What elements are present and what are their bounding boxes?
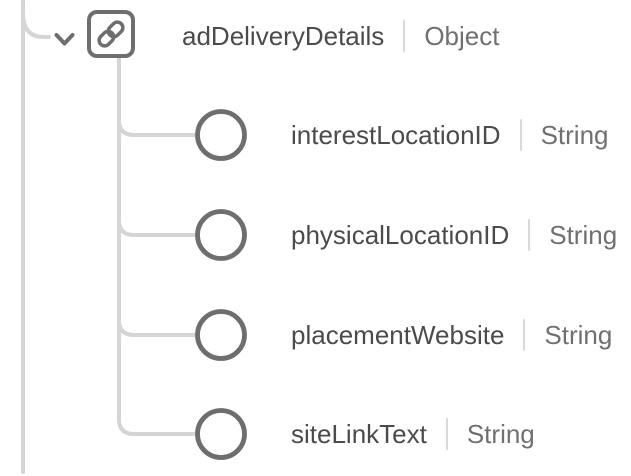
node-name: interestLocationID [291,120,501,150]
schema-node-physicalLocationID[interactable]: physicalLocationID String [291,208,617,262]
name-type-divider [528,219,531,251]
node-name: adDeliveryDetails [182,21,385,51]
schema-node-siteLinkText[interactable]: siteLinkText String [291,407,535,461]
node-type: String [540,120,609,150]
node-type: String [466,419,535,449]
node-name: siteLinkText [291,419,427,449]
schema-node-root[interactable]: adDeliveryDetails Object [182,9,499,63]
node-name: physicalLocationID [291,220,510,250]
children-trunk-line [117,58,195,436]
name-type-divider [523,319,526,351]
name-type-divider [519,119,522,151]
node-type: String [544,320,613,350]
name-type-divider [445,418,448,450]
field-circle-icon[interactable] [195,408,247,460]
child-branch-elbow [117,119,195,137]
child-branch-elbow [117,319,195,337]
field-circle-icon[interactable] [195,309,247,361]
child-branch-elbow [117,219,195,237]
chevron-down-icon[interactable] [54,33,75,46]
name-type-divider [403,20,406,52]
node-type: Object [424,21,500,51]
schema-node-placementWebsite[interactable]: placementWebsite String [291,308,612,362]
link-icon [97,20,125,48]
field-circle-icon[interactable] [195,109,247,161]
node-name: placementWebsite [291,320,505,350]
schema-node-interestLocationID[interactable]: interestLocationID String [291,108,608,162]
field-circle-icon[interactable] [195,209,247,261]
root-branch-elbow [21,12,51,39]
node-type: String [549,220,618,250]
